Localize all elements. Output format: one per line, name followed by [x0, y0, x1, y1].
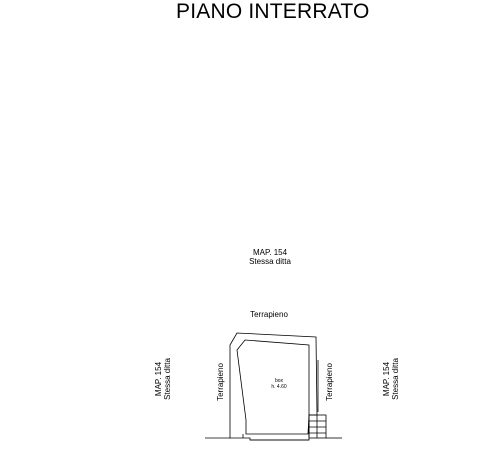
- north-neighbour-label: MAP. 154 Stessa ditta: [238, 248, 302, 266]
- north-map-number: MAP. 154: [252, 248, 288, 257]
- room-height: h. 4.60: [271, 384, 287, 390]
- north-owner: Stessa ditta: [249, 257, 291, 266]
- drawing-title: PIANO INTERRATO: [176, 0, 370, 23]
- north-terrapieno-label: Terrapieno: [250, 310, 288, 319]
- room-label: box h. 4.60: [264, 378, 294, 390]
- inner-wall-outline: [236, 339, 310, 435]
- room-name: box: [274, 378, 284, 384]
- outer-wall-outline: [229, 332, 318, 441]
- plan-linework: [205, 332, 342, 441]
- stair-block: [308, 414, 327, 439]
